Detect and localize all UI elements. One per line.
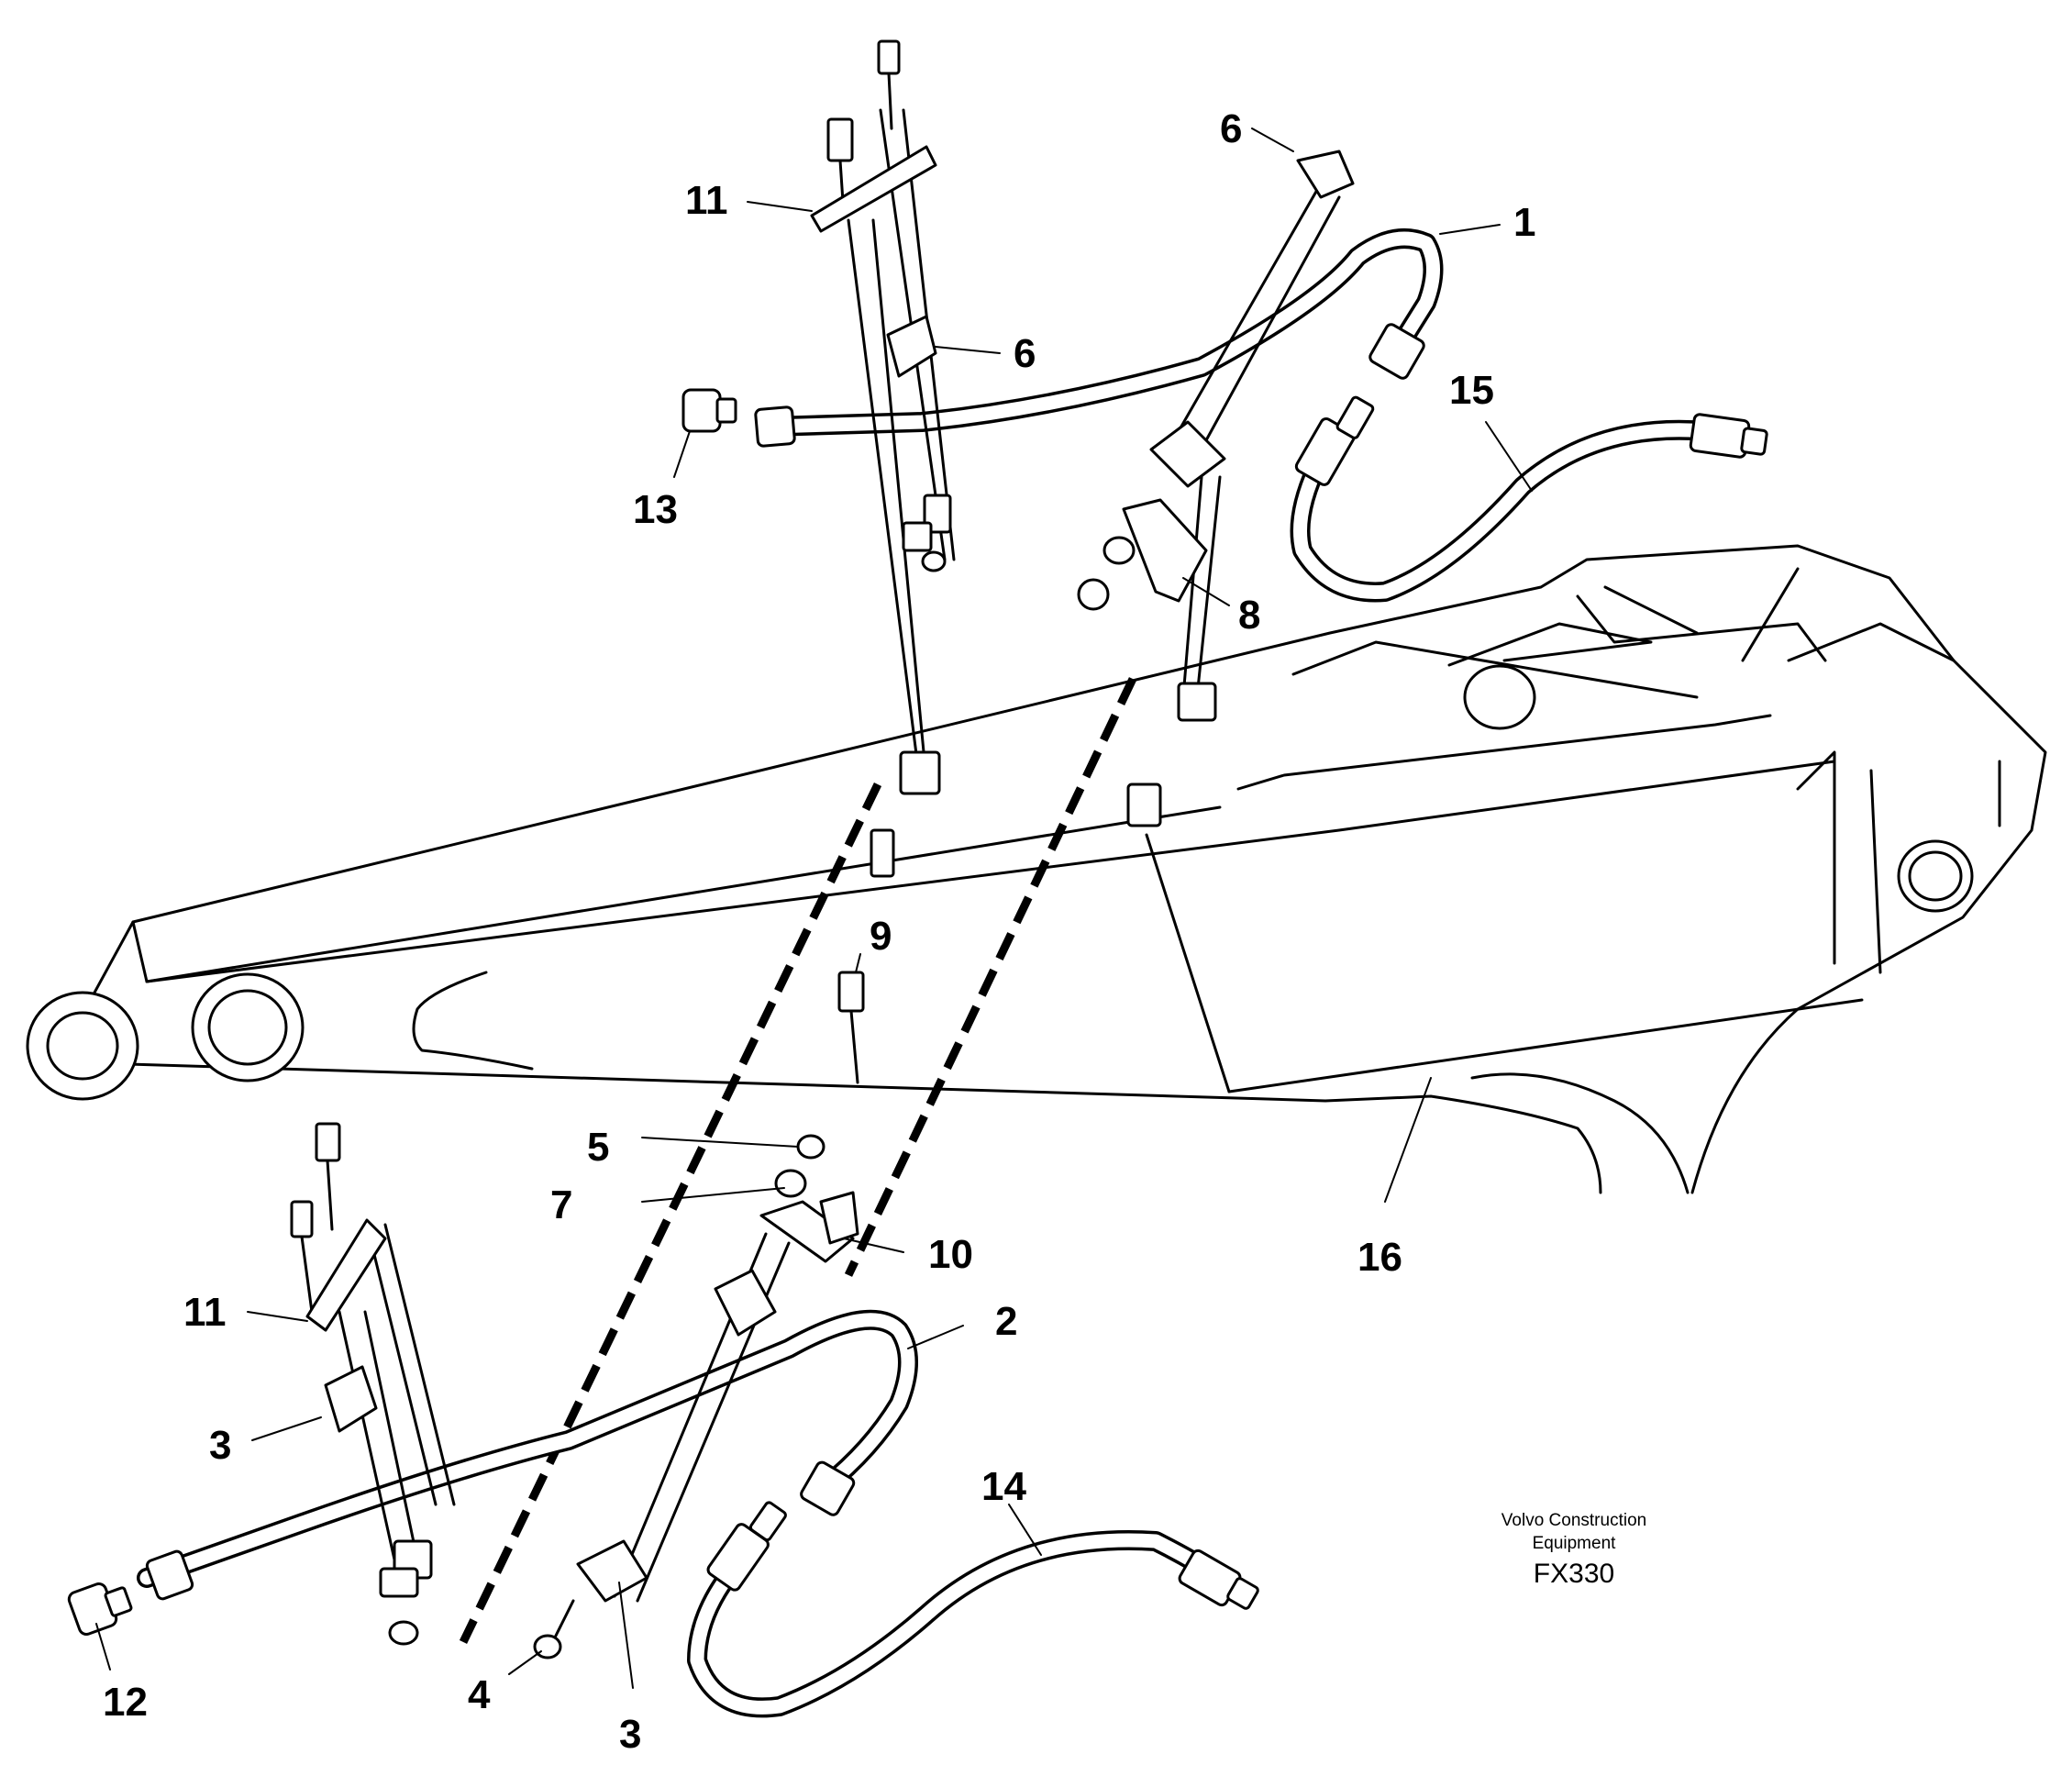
upper-left-clamp-assembly (810, 39, 956, 878)
callout-15: 15 (1449, 368, 1494, 413)
callout-11-bottom: 11 (183, 1290, 227, 1335)
lower-left-clamp-assembly (290, 1122, 456, 1646)
hose-15 (1290, 395, 1768, 603)
callout-6-top: 6 (1220, 106, 1242, 151)
callout-7: 7 (550, 1182, 572, 1227)
callout-9: 9 (870, 914, 892, 959)
credit-line-1: Volvo Construction (1501, 1511, 1646, 1530)
fitting-13 (681, 388, 737, 433)
callout-12: 12 (103, 1680, 148, 1725)
callout-3-bottom: 3 (619, 1712, 641, 1757)
boom-arm (26, 544, 2047, 1194)
callout-5: 5 (587, 1125, 609, 1170)
callout-6-mid: 6 (1014, 331, 1036, 376)
fitting-12 (67, 1582, 133, 1636)
pipe-1 (754, 228, 1444, 448)
callout-16: 16 (1357, 1235, 1402, 1280)
credit-line-2: Equipment (1533, 1534, 1617, 1553)
alignment-guides (459, 677, 1137, 1644)
upper-right-clamp-assembly (1077, 150, 1355, 827)
pipe-2 (137, 1309, 918, 1601)
lower-center-clamp-assembly (533, 971, 865, 1660)
callout-4: 4 (468, 1672, 491, 1717)
leader-lines (95, 128, 1533, 1689)
hose-14 (687, 1501, 1259, 1718)
callout-3-left: 3 (209, 1423, 231, 1468)
figure-code: FX330 (1534, 1559, 1614, 1589)
callout-numbers: 1 2 3 3 4 5 6 6 7 8 9 10 11 11 12 13 14 … (103, 106, 1535, 1757)
callout-2: 2 (995, 1299, 1017, 1344)
callout-8: 8 (1238, 593, 1260, 638)
callout-1: 1 (1513, 200, 1535, 245)
callout-14: 14 (981, 1464, 1026, 1509)
callout-11-top: 11 (685, 178, 728, 223)
credit-block: Volvo Construction Equipment FX330 (1501, 1511, 1646, 1589)
callout-13: 13 (633, 487, 678, 532)
callout-10: 10 (928, 1232, 973, 1277)
